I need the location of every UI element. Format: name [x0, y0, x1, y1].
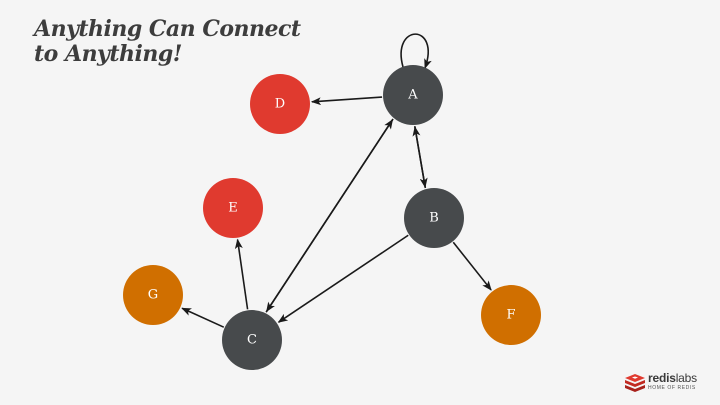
title-line-1: Anything Can Connect [34, 16, 301, 42]
logo-name-bold: redis [648, 371, 676, 385]
node-D-circle [250, 74, 310, 134]
nodes-layer: A B C D E F G [123, 65, 541, 370]
node-C-circle [222, 310, 282, 370]
node-D-label: D [275, 97, 285, 112]
edge-B-to-A [412, 126, 427, 189]
edge-B-to-C [277, 234, 409, 323]
node-G-circle [123, 265, 183, 325]
node-B-label: B [429, 211, 439, 226]
node-F-label: F [506, 308, 515, 323]
node-E-circle [203, 178, 263, 238]
node-E-label: E [228, 201, 238, 216]
edge-A-to-D [310, 96, 383, 106]
edge-A-to-A [400, 33, 432, 69]
logo-name-light: labs [675, 371, 697, 385]
title-line-2: to Anything! [34, 41, 182, 67]
edge-C-to-G [181, 307, 225, 328]
logo-tagline: HOME OF REDIS [648, 385, 696, 391]
edge-C-to-E [234, 238, 249, 310]
node-F-circle [481, 285, 541, 345]
node-B-circle [404, 188, 464, 248]
slide-title: Anything Can Connect to Anything! [34, 17, 301, 67]
edges-layer [181, 33, 492, 328]
node-C-label: C [247, 333, 257, 348]
node-B: B [404, 188, 464, 248]
node-A: A [383, 65, 443, 125]
logo-name: redislabs [648, 372, 697, 385]
node-D: D [250, 74, 310, 134]
node-A-label: A [407, 88, 418, 103]
node-G: G [123, 265, 183, 325]
node-F: F [481, 285, 541, 345]
redis-cube-icon [625, 374, 645, 392]
edge-B-to-F [452, 241, 492, 291]
node-C: C [222, 310, 282, 370]
node-E: E [203, 178, 263, 238]
edge-C-to-A [265, 118, 394, 313]
redislabs-logo: redislabs HOME OF REDIS [624, 372, 708, 394]
node-G-label: G [148, 288, 158, 303]
node-A-circle [383, 65, 443, 125]
